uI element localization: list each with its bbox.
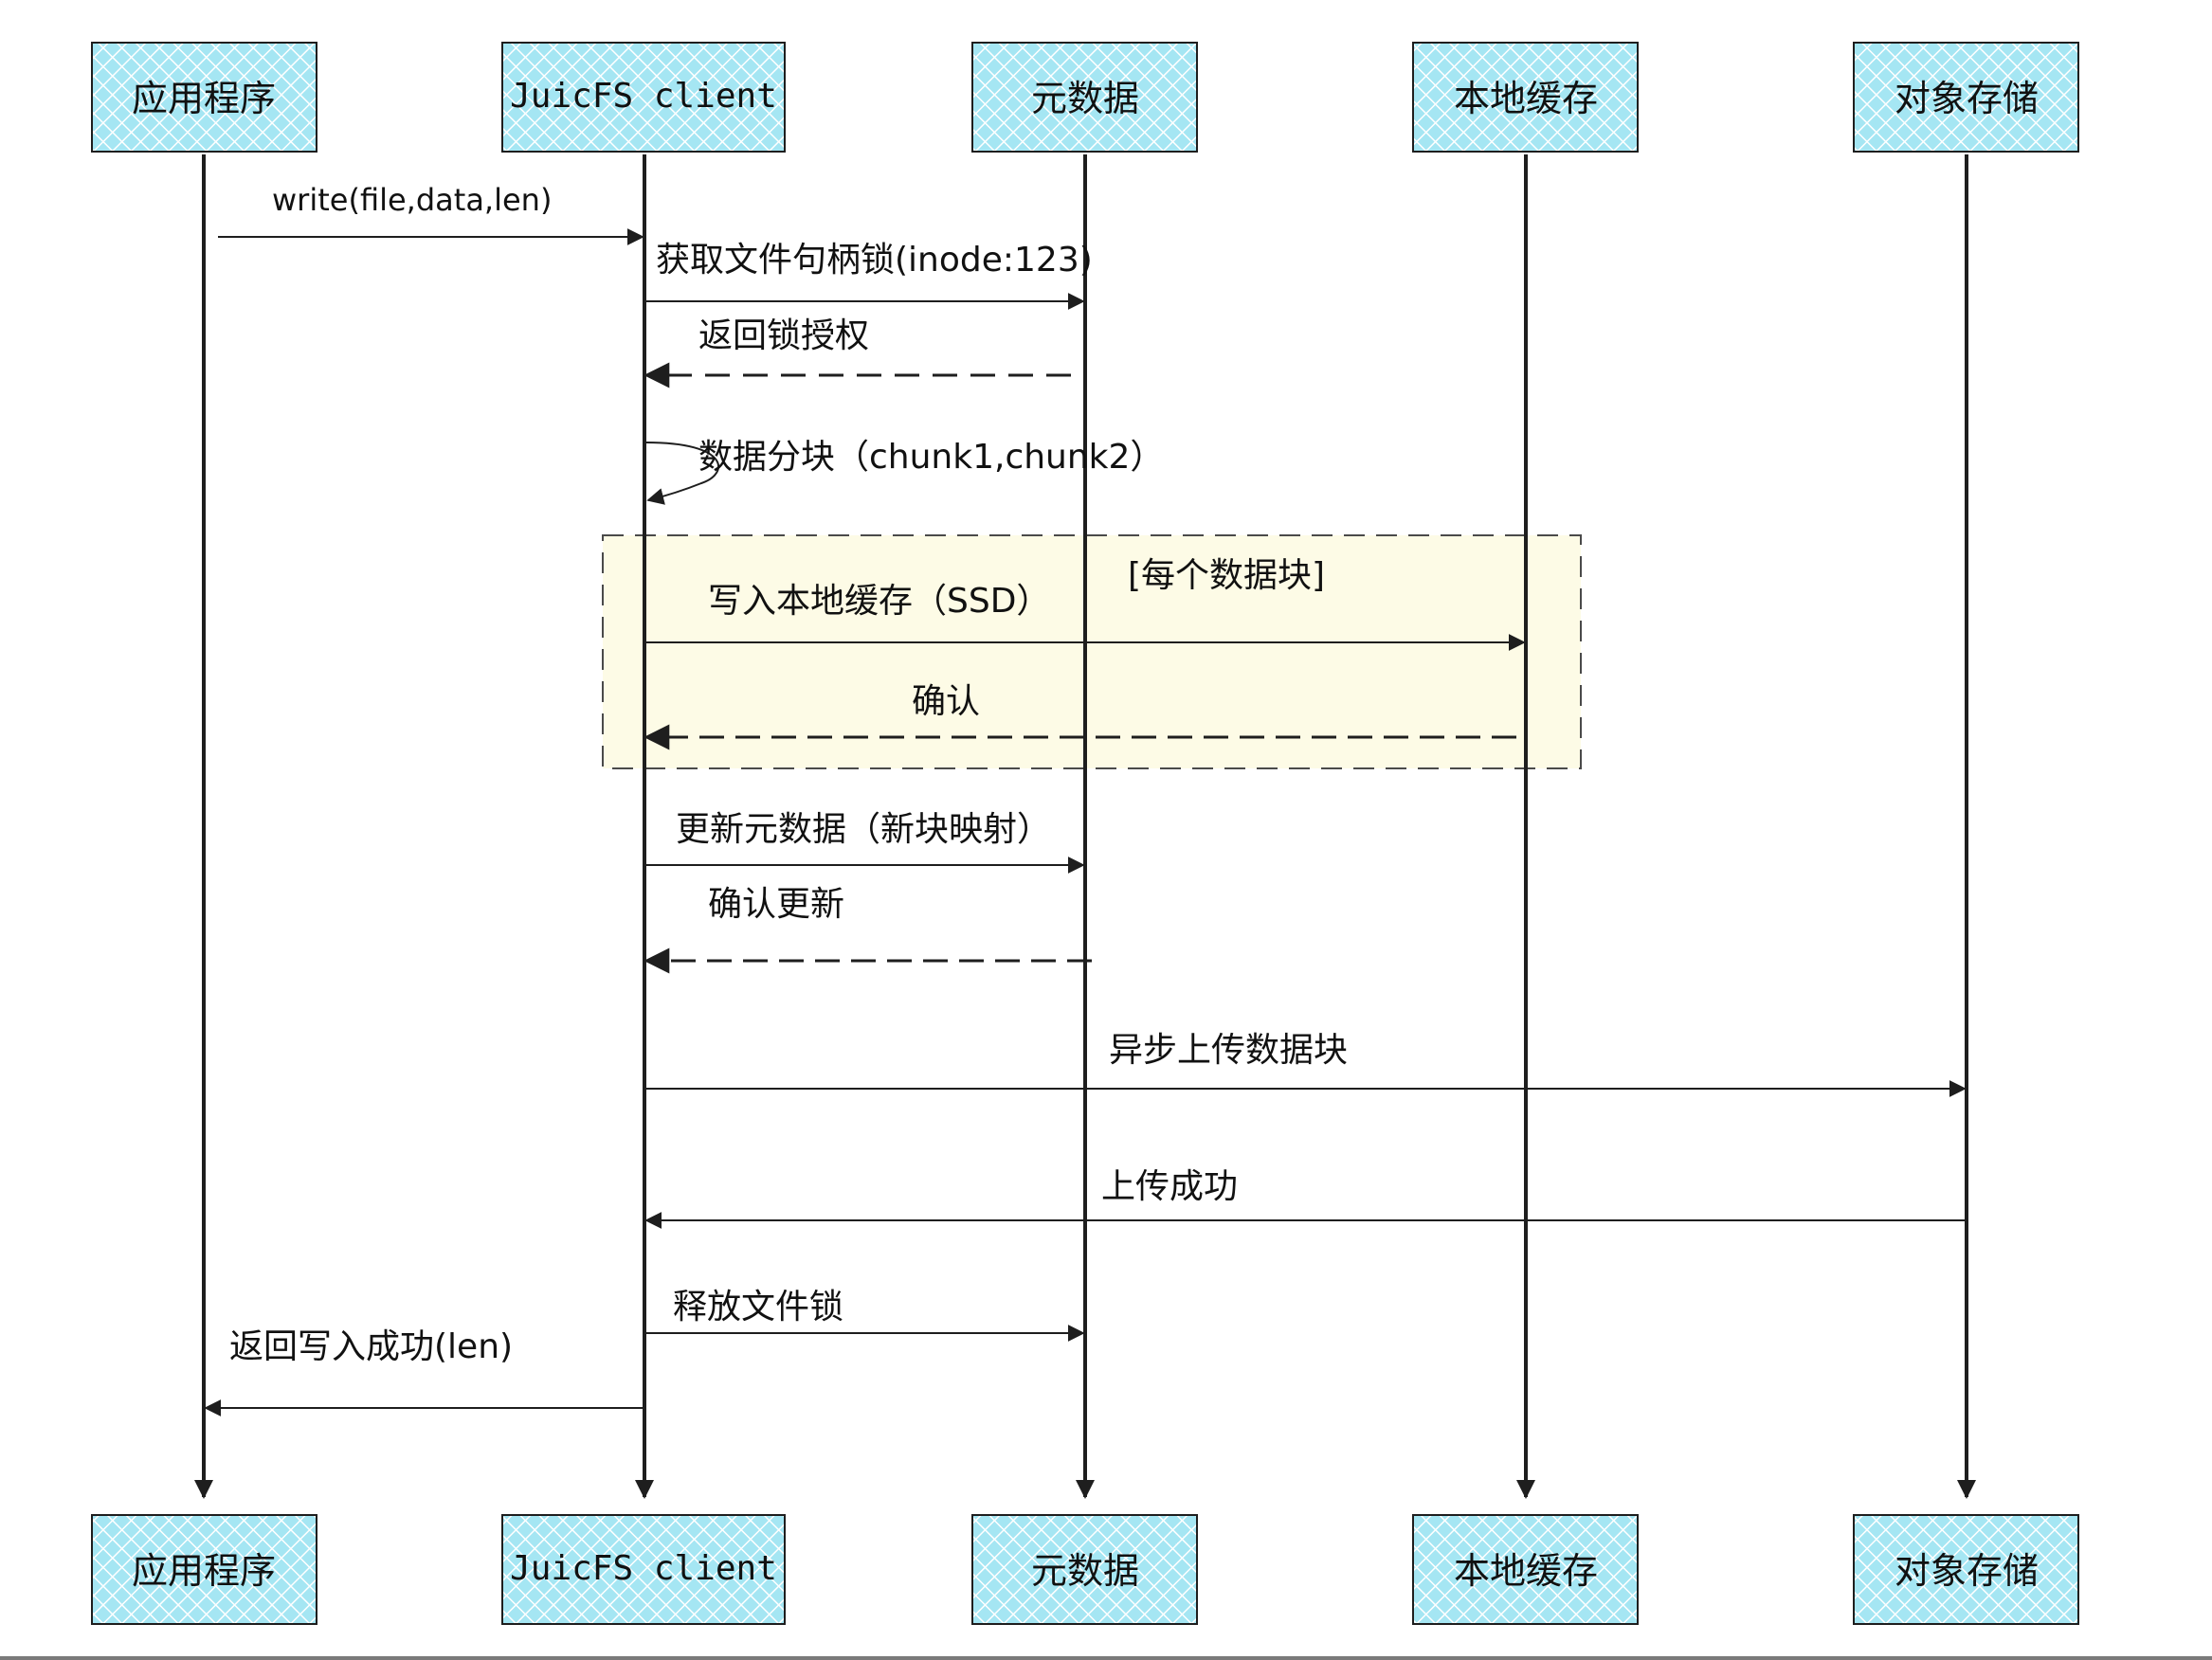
message-label: 释放文件锁 <box>673 1288 843 1326</box>
message-return-success: 返回写入成功(len) <box>204 1327 643 1416</box>
message-label: 上传成功 <box>1101 1167 1238 1206</box>
loop-label: [每个数据块] <box>1128 556 1325 595</box>
participant-label: 元数据 <box>1031 1550 1139 1592</box>
participant-label: 本地缓存 <box>1454 78 1598 119</box>
message-label: 异步上传数据块 <box>1109 1031 1348 1070</box>
participant-meta-bottom: 元数据 <box>971 1514 1198 1625</box>
participant-label: 本地缓存 <box>1454 1550 1598 1592</box>
message-label: 确认 <box>912 682 980 721</box>
participant-store-top: 对象存储 <box>1853 42 2079 153</box>
message-async-upload: 异步上传数据块 <box>646 1031 1967 1097</box>
loop-box <box>602 534 1582 769</box>
bottom-border <box>0 1656 2212 1660</box>
loop-fragment: [每个数据块] <box>602 534 1582 769</box>
participant-label: 对象存储 <box>1895 1550 2039 1592</box>
message-write-cache: 写入本地缓存（SSD） <box>646 582 1526 651</box>
participant-app-bottom: 应用程序 <box>91 1514 317 1625</box>
participant-meta-top: 元数据 <box>971 42 1198 153</box>
participant-client-top: JuicFS client <box>501 42 786 153</box>
message-write: write(file,data,len) <box>218 182 644 245</box>
message-label: 更新元数据（新块映射） <box>676 810 1051 849</box>
lifelines <box>194 154 1976 1499</box>
message-confirm-update: 确认更新 <box>644 885 1092 974</box>
participant-label: 应用程序 <box>132 1550 276 1592</box>
message-get-lock: 获取文件句柄锁(inode:123) <box>646 241 1093 310</box>
participant-label: 应用程序 <box>132 78 276 119</box>
message-update-meta: 更新元数据（新块映射） <box>646 810 1085 874</box>
message-arrow <box>645 442 719 505</box>
message-label: 返回写入成功(len) <box>229 1327 513 1366</box>
participant-client-bottom: JuicFS client <box>501 1514 786 1625</box>
message-lock-granted: 返回锁授权 <box>644 316 1071 388</box>
message-release-lock: 释放文件锁 <box>646 1288 1085 1342</box>
message-chunking: 数据分块（chunk1,chunk2） <box>645 438 1164 505</box>
message-label: 写入本地缓存（SSD） <box>708 582 1050 621</box>
message-label: 获取文件句柄锁(inode:123) <box>656 241 1093 280</box>
message-ack: 确认 <box>644 682 1516 750</box>
participant-label: 对象存储 <box>1895 78 2039 119</box>
participant-app-top: 应用程序 <box>91 42 317 153</box>
message-label: 返回锁授权 <box>698 316 869 355</box>
message-label: 确认更新 <box>708 885 844 924</box>
participant-store-bottom: 对象存储 <box>1853 1514 2079 1625</box>
message-upload-success: 上传成功 <box>644 1167 1965 1229</box>
participants-top: 应用程序 JuicFS client 元数据 本地缓存 对象存储 <box>91 42 2079 153</box>
participant-label: 元数据 <box>1031 78 1139 119</box>
participant-label: JuicFS client <box>510 77 777 116</box>
message-label: write(file,data,len) <box>272 182 552 218</box>
participant-label: JuicFS client <box>510 1549 777 1588</box>
messages: write(file,data,len) 获取文件句柄锁(inode:123) … <box>204 182 1967 1416</box>
participant-cache-bottom: 本地缓存 <box>1412 1514 1639 1625</box>
message-label: 数据分块（chunk1,chunk2） <box>698 438 1164 477</box>
participant-cache-top: 本地缓存 <box>1412 42 1639 153</box>
participants-bottom: 应用程序 JuicFS client 元数据 本地缓存 对象存储 <box>91 1514 2079 1625</box>
